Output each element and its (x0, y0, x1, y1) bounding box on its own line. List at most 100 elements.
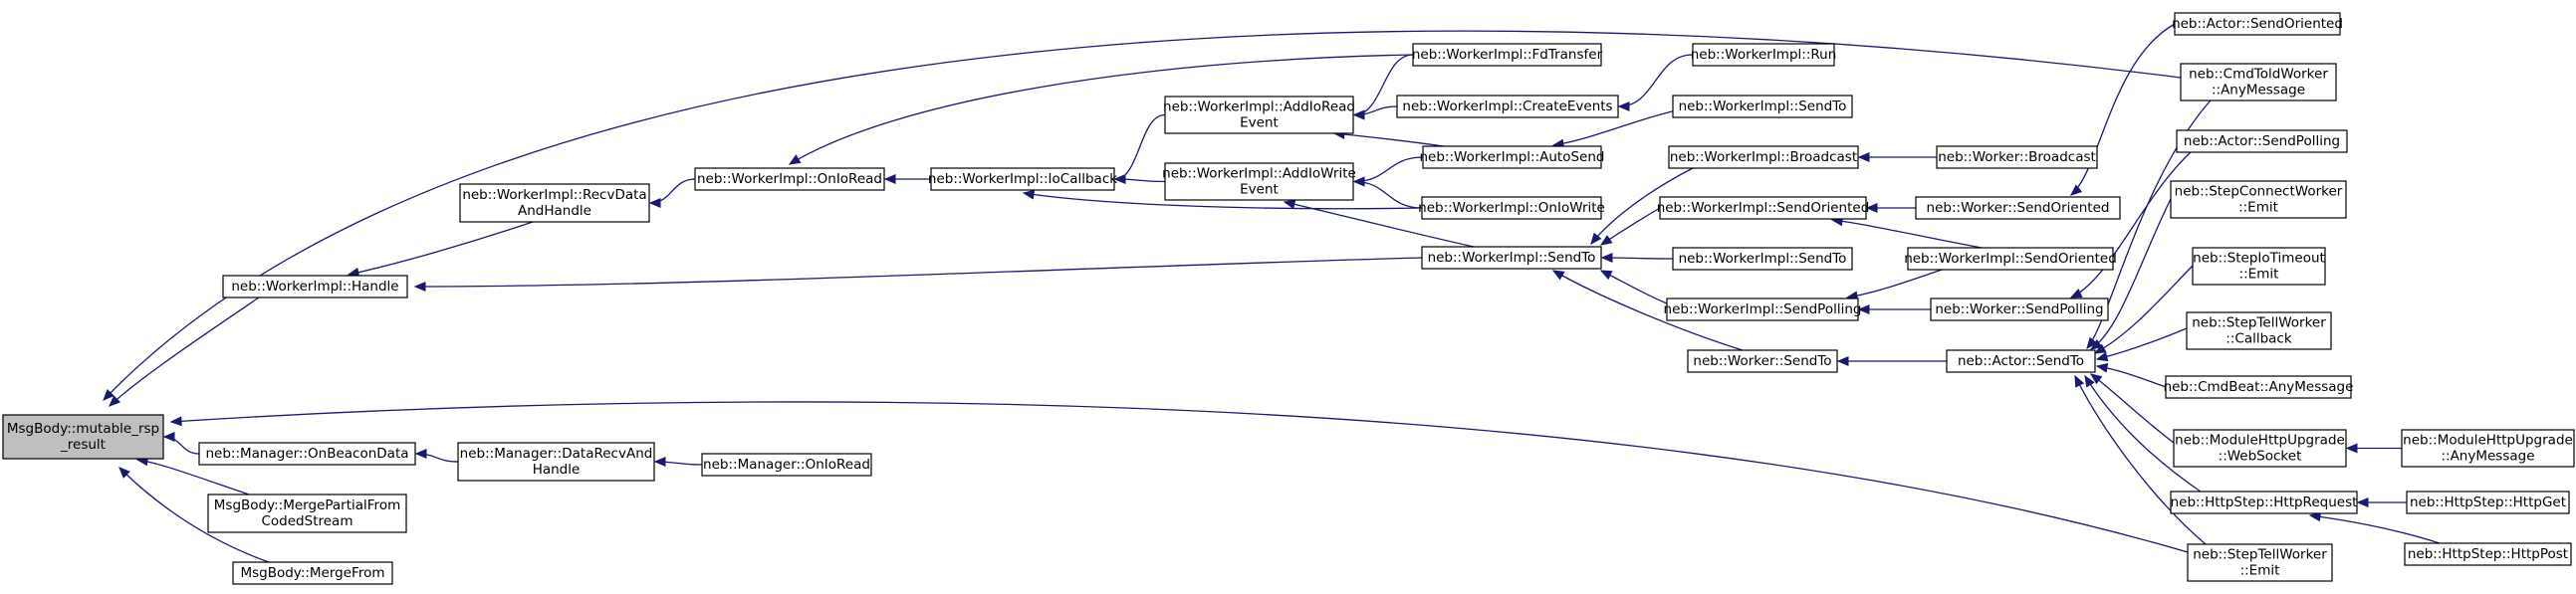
edge-wi-oniowrite-to-wi-addiowrite (1352, 176, 1423, 209)
node-label: neb::StepTellWorker (2192, 315, 2326, 331)
node-mgr-onbeacon[interactable]: neb::Manager::OnBeaconData (198, 442, 416, 466)
edge-arrowhead (883, 174, 896, 184)
node-stepconnect[interactable]: neb::StepConnectWorker::Emit (2170, 180, 2347, 219)
node-box (1659, 196, 1867, 220)
edge-arrowhead (2095, 362, 2109, 373)
edge-arrowhead (2345, 443, 2358, 454)
edge-cmdbeat-to-actor-sendto (2095, 362, 2167, 388)
node-wi-sendpolling[interactable]: neb::WorkerImpl::SendPolling (1664, 297, 1862, 321)
edge-arrowhead (788, 154, 802, 165)
node-box (198, 442, 416, 466)
node-wi-sendto-a[interactable]: neb::WorkerImpl::SendTo (1672, 95, 1853, 118)
node-box (1421, 196, 1602, 220)
edge-arrowhead (1352, 109, 1365, 120)
edge-arrowhead (2095, 351, 2109, 362)
edge-arrowhead (413, 282, 426, 292)
edge-steptell-emit-to-root (169, 401, 2189, 553)
node-label: MsgBody::MergePartialFrom (214, 497, 400, 513)
node-mgr-onioread[interactable]: neb::Manager::OnIoRead (701, 453, 872, 477)
node-cmdbeat[interactable]: neb::CmdBeat::AnyMessage (2164, 375, 2354, 399)
edge-line (2094, 265, 2194, 354)
node-wi-fdtransfer[interactable]: neb::WorkerImpl::FdTransfer (1412, 43, 1603, 67)
node-httpstep-post[interactable]: neb::HttpStep::HttpPost (2404, 542, 2572, 566)
node-httpstep-get[interactable]: neb::HttpStep::HttpGet (2406, 491, 2570, 514)
edge-line (414, 257, 1423, 288)
node-root[interactable]: MsgBody::mutable_rsp_result (2, 414, 164, 460)
node-w-broadcast[interactable]: neb::Worker::Broadcast (1936, 145, 2098, 169)
node-actor-sendoriented[interactable]: neb::Actor::SendOriented (2172, 12, 2343, 36)
node-cmdtold[interactable]: neb::CmdToldWorker::AnyMessage (2180, 63, 2337, 101)
node-httpstep-req[interactable]: neb::HttpStep::HttpRequest (2170, 491, 2358, 514)
node-merge-from[interactable]: MsgBody::MergeFrom (232, 561, 393, 585)
node-box (459, 183, 650, 223)
edge-actor-sendpolling-to-w-sendpolling (2069, 151, 2192, 298)
edge-wi-addioread-to-wi-iocallback (1113, 113, 1166, 184)
node-w-sendto[interactable]: neb::Worker::SendTo (1687, 349, 1838, 373)
node-wi-createevents[interactable]: neb::WorkerImpl::CreateEvents (1396, 95, 1619, 118)
node-wi-oniowrite[interactable]: neb::WorkerImpl::OnIoWrite (1418, 196, 1605, 220)
edge-steptell-emit-to-actor-sendto (2074, 374, 2207, 545)
node-wi-sendoriented2[interactable]: neb::WorkerImpl::SendOriented (1904, 247, 2117, 271)
edge-wi-sendpolling-to-wi-sendto-main (1599, 270, 1668, 304)
node-label: Handle (533, 462, 581, 478)
node-label: neb::StepIoTimeout (2193, 251, 2325, 267)
node-wi-sendto-main[interactable]: neb::WorkerImpl::SendTo (1421, 246, 1602, 270)
edge-steptell-cb-to-actor-sendto (2095, 327, 2188, 362)
node-stepiotimeout[interactable]: neb::StepIoTimeout::Emit (2192, 247, 2326, 286)
node-label: neb::CmdBeat::AnyMessage (2164, 379, 2354, 395)
edge-wi-handle-to-root (109, 297, 260, 407)
node-wi-sendoriented[interactable]: neb::WorkerImpl::SendOriented (1657, 196, 1870, 220)
edge-line (2090, 373, 2175, 444)
node-actor-sendto[interactable]: neb::Actor::SendTo (1946, 349, 2096, 373)
edge-w-sendto-to-wi-sendto-main (1551, 270, 1744, 351)
node-box (2176, 129, 2348, 153)
edge-arrowhead (2356, 497, 2369, 507)
node-label: neb::HttpStep::HttpRequest (2171, 495, 2358, 510)
node-box (701, 453, 872, 477)
node-label: neb::WorkerImpl::FdTransfer (1412, 47, 1603, 63)
edge-wi-sendoriented2-to-wi-sendpolling (1845, 269, 1943, 301)
node-label: neb::CmdToldWorker (2189, 67, 2328, 83)
node-wi-broadcast[interactable]: neb::WorkerImpl::Broadcast (1668, 145, 1859, 169)
node-wi-onioread[interactable]: neb::WorkerImpl::OnIoRead (694, 167, 885, 191)
node-w-sendoriented[interactable]: neb::Worker::SendOriented (1915, 196, 2121, 220)
edge-arrowhead (1283, 199, 1296, 210)
node-box (1666, 297, 1859, 321)
edge-modhttp-any-to-modhttp-ws (2345, 443, 2403, 454)
node-steptell-cb[interactable]: neb::StepTellWorker::Callback (2186, 311, 2332, 350)
edge-cmdtold-to-root (103, 30, 2182, 401)
edge-w-broadcast-to-wi-broadcast (1857, 152, 1938, 162)
node-modhttp-ws[interactable]: neb::ModuleHttpUpgrade::WebSocket (2173, 429, 2347, 468)
node-label: neb::WorkerImpl::AddIoRead (1163, 99, 1355, 115)
node-wi-sendto-b[interactable]: neb::WorkerImpl::SendTo (1672, 247, 1853, 271)
node-wi-autosend[interactable]: neb::WorkerImpl::AutoSend (1420, 145, 1605, 169)
edge-line (2070, 23, 2176, 196)
node-box (1687, 349, 1838, 373)
edge-line (1552, 270, 1744, 351)
edge-arrowhead (2093, 343, 2107, 354)
edge-arrowhead (648, 198, 661, 208)
node-actor-sendpolling[interactable]: neb::Actor::SendPolling (2176, 129, 2348, 153)
edge-wi-onioread-to-wi-recvdata (648, 178, 696, 208)
node-label: CodedStream (262, 513, 353, 529)
edge-arrowhead (2074, 374, 2085, 388)
edge-wi-recvdata-to-wi-handle (347, 221, 534, 278)
node-w-sendpolling[interactable]: neb::Worker::SendPolling (1930, 297, 2109, 321)
node-wi-handle[interactable]: neb::WorkerImpl::Handle (222, 275, 408, 298)
edge-arrowhead (2086, 336, 2098, 350)
edge-wi-sendto-main-to-wi-handle (413, 257, 1423, 292)
node-label: MsgBody::MergeFrom (240, 565, 384, 581)
node-wi-iocallback[interactable]: neb::WorkerImpl::IoCallback (928, 167, 1117, 191)
edge-wi-sendto-b-to-wi-sendto-main (1600, 253, 1674, 263)
node-label: neb::WorkerImpl::OnIoWrite (1418, 200, 1605, 216)
edge-line (1284, 201, 1475, 248)
edge-arrowhead (103, 389, 115, 401)
node-modhttp-any[interactable]: neb::ModuleHttpUpgrade::AnyMessage (2401, 429, 2575, 468)
node-wi-run[interactable]: neb::WorkerImpl::Run (1691, 43, 1837, 67)
node-steptell-emit[interactable]: neb::StepTellWorker::Emit (2187, 543, 2333, 582)
